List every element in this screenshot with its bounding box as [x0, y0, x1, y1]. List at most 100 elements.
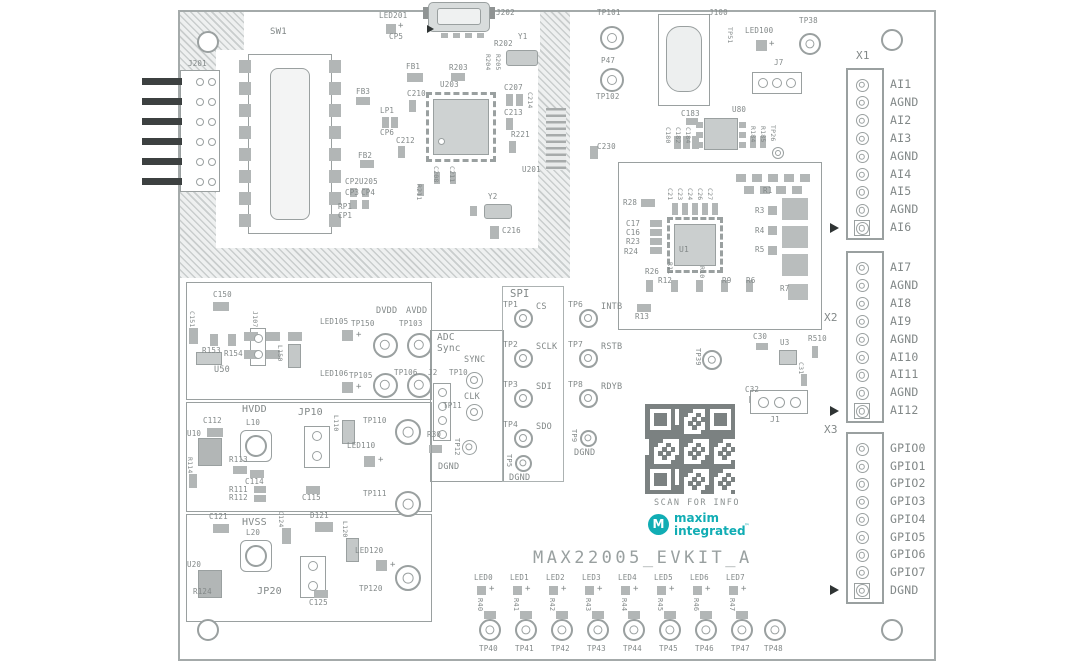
test-point — [578, 308, 598, 328]
qr-cell — [653, 438, 659, 443]
label-tp40: TP40 — [479, 644, 498, 653]
j201-pin — [142, 98, 182, 105]
qr-cell — [713, 442, 719, 448]
qr-cell — [657, 464, 663, 469]
led-body — [657, 586, 666, 595]
qr-cell — [662, 489, 667, 495]
test-point — [514, 454, 532, 472]
pad — [506, 118, 513, 130]
qr-cell — [709, 446, 714, 452]
test-point — [208, 78, 216, 86]
label-c208: C208 — [432, 166, 440, 183]
pad — [350, 188, 357, 197]
label-led5: LED5 — [654, 573, 673, 582]
qr-cell — [705, 485, 710, 491]
qr-cell — [692, 416, 697, 422]
qr-cell — [717, 416, 723, 422]
pad — [350, 200, 357, 209]
j202-usb-inner — [437, 8, 481, 25]
section-outline — [186, 402, 432, 512]
pad — [213, 524, 229, 533]
test-point — [372, 372, 398, 398]
qr-cell — [717, 412, 723, 418]
sw1-pad — [329, 126, 341, 139]
pad — [434, 172, 440, 184]
qr-cell — [705, 464, 710, 469]
pin1-marker-icon — [830, 585, 839, 595]
test-point — [587, 619, 609, 641]
section-outline — [186, 514, 432, 622]
qr-cell — [709, 476, 714, 482]
qr-cell — [679, 408, 684, 413]
label-plus: + — [769, 39, 775, 49]
label-r40: R40 — [476, 598, 484, 612]
label-r7: R7 — [780, 284, 790, 293]
j2-body — [433, 383, 451, 441]
label-r43: R43 — [584, 598, 592, 612]
label-plus: + — [390, 560, 396, 570]
qr-cell — [679, 412, 684, 418]
j201-pin — [142, 118, 182, 125]
label-led3: LED3 — [582, 573, 601, 582]
qr-cell — [722, 464, 727, 469]
pin-label-ai10: AI10 — [890, 349, 919, 364]
qr-cell — [670, 481, 676, 486]
qr-cell — [670, 412, 676, 418]
pad — [784, 174, 794, 182]
header-pin — [855, 460, 869, 474]
pad — [682, 203, 688, 215]
qr-cell — [730, 404, 736, 409]
sw1-pad — [329, 148, 341, 161]
label-r202: R202 — [494, 39, 513, 48]
label-r41: R41 — [512, 598, 520, 612]
qr-cell — [670, 434, 676, 439]
label-intb: INTB — [601, 302, 623, 312]
label-tp103: TP103 — [399, 319, 423, 328]
label-l120: L120 — [341, 521, 349, 538]
label-u20: U20 — [187, 560, 202, 569]
label-tp2: TP2 — [503, 340, 519, 349]
sw1-pad — [239, 148, 251, 161]
qr-cell — [696, 481, 702, 486]
header-pin — [855, 315, 869, 329]
qr-cell — [726, 429, 732, 435]
qr-cell — [705, 412, 710, 418]
label-tp110: TP110 — [363, 416, 387, 425]
crystal-body — [484, 204, 512, 219]
qr-cell — [670, 446, 676, 452]
pad — [768, 246, 777, 255]
label-c211: C211 — [448, 166, 456, 183]
qr-cell — [717, 421, 723, 426]
test-point — [513, 308, 533, 328]
label-adc: ADC — [437, 332, 455, 343]
qr-cell — [645, 476, 650, 482]
header-pin — [855, 78, 869, 92]
label-tp43: TP43 — [587, 644, 606, 653]
test-point — [196, 138, 204, 146]
label-tp44: TP44 — [623, 644, 642, 653]
pad — [516, 94, 523, 106]
qr-cell — [722, 412, 727, 418]
qr-cell — [670, 459, 676, 465]
label-spi: SPI — [510, 288, 530, 300]
qr-cell — [679, 464, 684, 469]
pad — [650, 220, 662, 227]
qr-cell — [679, 459, 684, 465]
test-point — [789, 396, 801, 408]
qr-cell — [666, 442, 672, 448]
label-p47: P47 — [601, 56, 616, 65]
qr-cell — [692, 455, 697, 461]
label-c26: C26 — [696, 188, 704, 201]
qr-cell — [645, 408, 650, 413]
label-led105: LED105 — [320, 317, 349, 326]
qr-cell — [645, 468, 650, 473]
header-pin — [855, 513, 869, 527]
label-c114: C114 — [245, 477, 264, 486]
header-pin — [855, 168, 869, 181]
header-pin — [855, 477, 869, 491]
label-u50: U50 — [214, 365, 230, 375]
label-r185: R185 — [759, 126, 767, 143]
qr-cell — [649, 434, 654, 439]
mounting-hole — [881, 29, 903, 51]
sw1-pad — [329, 60, 341, 73]
